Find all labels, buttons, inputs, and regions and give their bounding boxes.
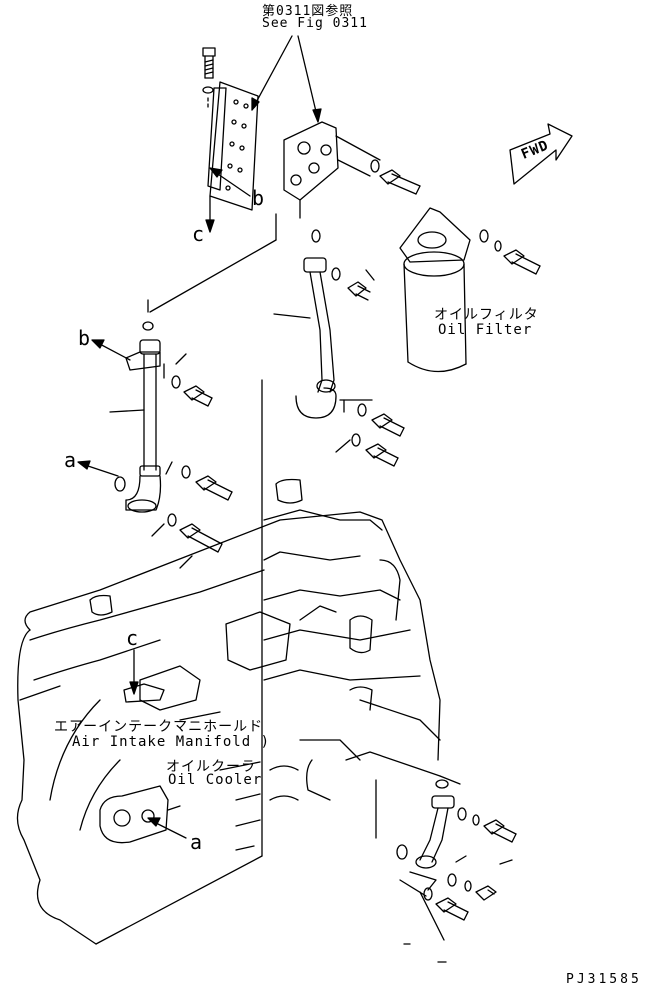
- air-intake-label-en: Air Intake Manifold ): [72, 734, 271, 750]
- tube-bolts-right: [336, 404, 404, 466]
- leader-lines: [143, 214, 320, 330]
- oil-filter-label-en: Oil Filter: [438, 322, 533, 338]
- tube-bolts-left: [115, 354, 232, 568]
- oil-filter: [400, 208, 470, 372]
- lower-right-bolts: [424, 808, 516, 920]
- oil-tube-lower-right: [346, 752, 454, 940]
- callout-c-lower: c: [126, 626, 140, 650]
- engine-block: [17, 380, 440, 944]
- gasket-plate: [206, 82, 258, 232]
- callout-arrows: [78, 340, 130, 476]
- oil-tube-center: [274, 258, 374, 418]
- callout-a-lower: a: [190, 830, 204, 854]
- filter-head: [284, 122, 380, 218]
- label-leaders: [404, 776, 512, 962]
- callout-b-top: b: [252, 186, 266, 210]
- oil-cooler-label-en: Oil Cooler: [168, 772, 263, 788]
- filter-bolt: [480, 230, 540, 274]
- upper-right-bolt: [371, 160, 420, 194]
- reference-label-en: See Fig 0311: [262, 16, 368, 31]
- callout-c-top: c: [192, 222, 206, 246]
- oil-filter-label-jp: オイルフィルタ: [434, 307, 539, 323]
- reference-label-jp: 第0311図参照: [262, 4, 354, 19]
- oil-cooler: [100, 786, 186, 843]
- top-bolt: [203, 48, 215, 110]
- reference-leader-lines: [252, 36, 321, 122]
- oil-cooler-label-jp: オイルクーラ: [166, 759, 256, 775]
- callout-b-left: b: [78, 326, 92, 350]
- callout-a-left: a: [64, 448, 78, 472]
- air-intake-label-jp: エアーインテークマニホールド: [54, 719, 264, 735]
- oil-tube-left: [110, 340, 161, 512]
- callout-c-bottom: [124, 650, 164, 702]
- part-code: PJ31585: [566, 972, 642, 987]
- fwd-arrow: [510, 124, 572, 184]
